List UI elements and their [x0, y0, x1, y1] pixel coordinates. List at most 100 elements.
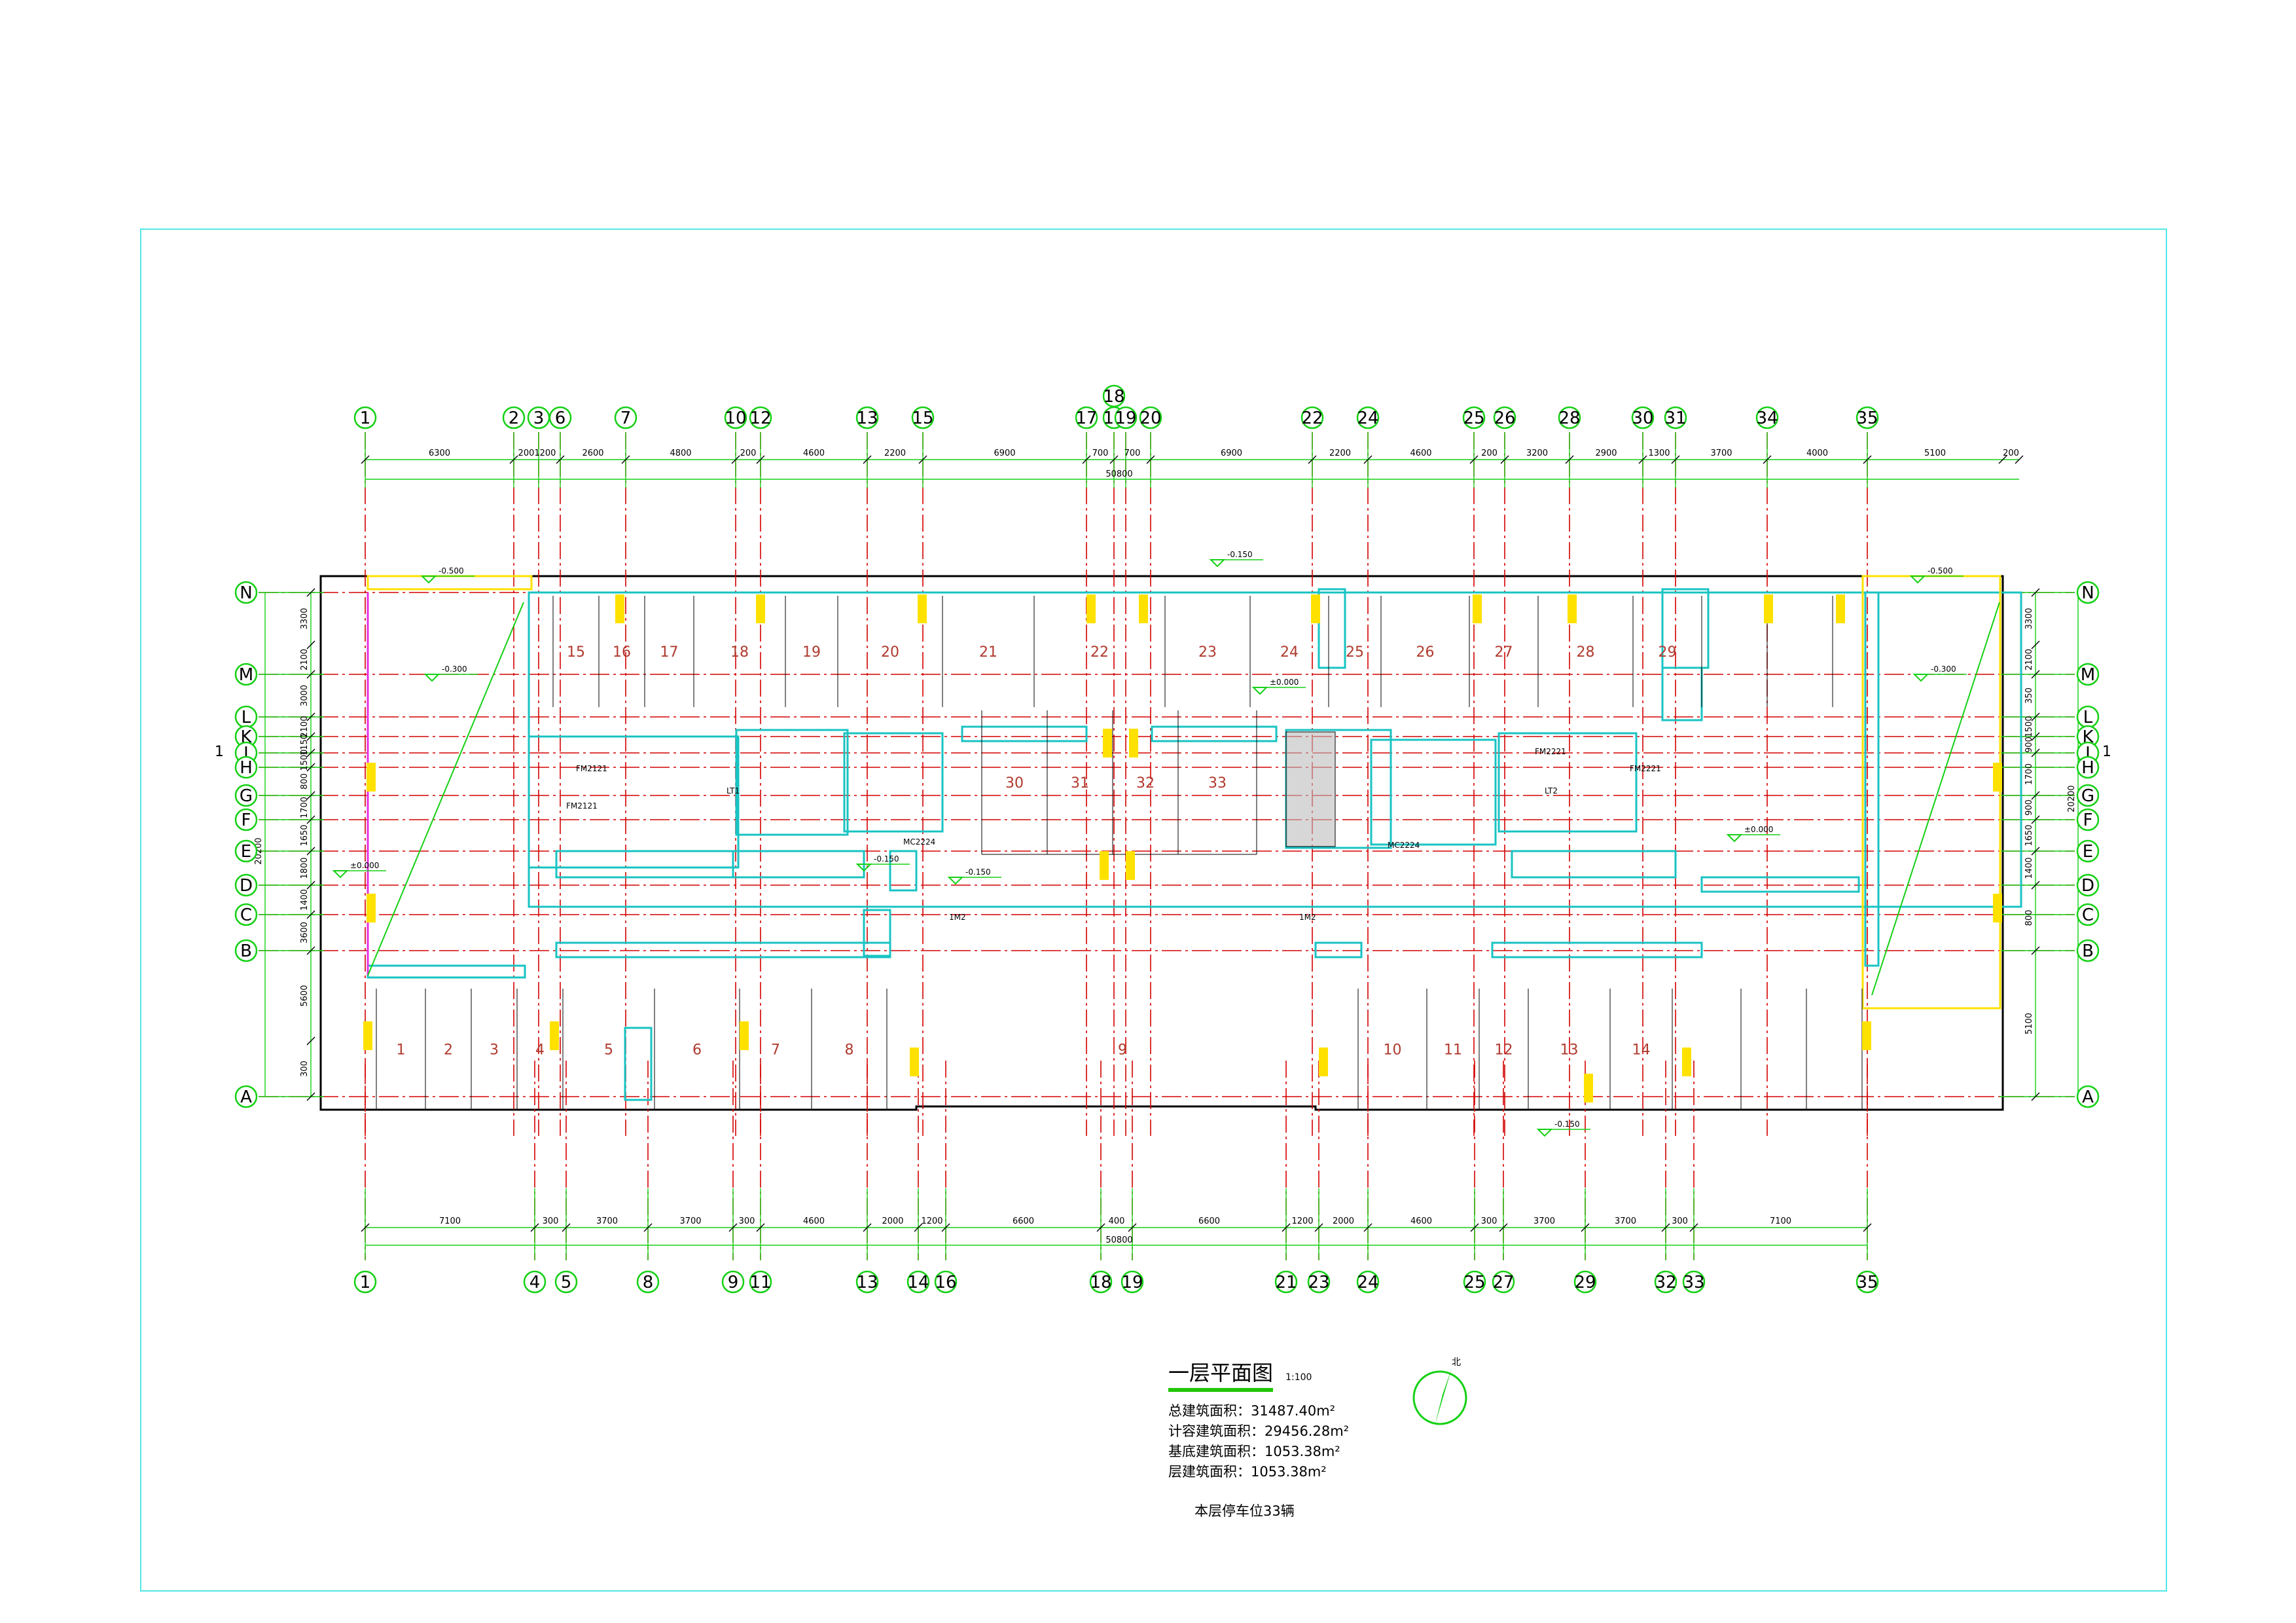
dim-right-text-3: 1500	[2024, 716, 2034, 737]
grid-bubble-right-N-label: N	[2081, 583, 2094, 603]
dim-bottom-text-9: 400	[1109, 1216, 1125, 1226]
stall-bottom-stall-2: 2	[444, 1042, 453, 1059]
room-tag-2: FM2221	[1535, 747, 1566, 756]
dim-bottom-tick-19	[1863, 1223, 1872, 1232]
stall-top-stall-24: 24	[1280, 644, 1299, 661]
north-arrow-icon: 北	[1412, 1357, 1467, 1426]
grid-bubble-left-M: M	[234, 663, 258, 686]
dim-top-text-15: 2900	[1595, 448, 1617, 458]
dim-top-text-2: 2600	[582, 448, 603, 458]
area-schedule: 总建筑面积：31487.40m² 计容建筑面积：29456.28m² 基底建筑面…	[1168, 1401, 1349, 1482]
dim-top-tick-0	[361, 455, 370, 464]
grid-bubble-top-17-label: 17	[1075, 409, 1097, 428]
level-mark-1: -0.300	[423, 665, 478, 682]
wall-16	[1661, 666, 1703, 721]
dim-top-text-5: 4600	[803, 448, 825, 458]
grid-bubble-left-C-circle	[234, 903, 258, 926]
grid-bubble-left-B-label: B	[240, 941, 252, 961]
dim-right-total-text: 20200	[2067, 785, 2077, 812]
dim-top-tick-14	[1500, 455, 1509, 464]
dim-right-tick-3	[2031, 712, 2040, 721]
level-mark-text: ±0.000	[350, 861, 379, 870]
dim-left-tick-2	[306, 670, 315, 679]
grid-bubble-bottom-5: 5	[554, 1270, 578, 1294]
grid-bubble-top-31: 31	[1664, 406, 1687, 429]
level-mark-text: -0.500	[439, 566, 464, 575]
grid-bubble-bottom-21: 21	[1274, 1270, 1298, 1294]
level-mark-0: -0.500	[420, 566, 475, 584]
grid-bubble-bottom-23: 23	[1307, 1270, 1331, 1294]
grid-bubble-top-25-circle	[1462, 406, 1486, 429]
grid-bubble-right-B-label: B	[2082, 941, 2094, 961]
grid-bubble-right-C-label: C	[2082, 905, 2094, 925]
dim-top-text-4: 200	[740, 448, 757, 458]
grid-bubble-left-L-label: L	[242, 708, 251, 727]
dim-right-tick-0	[2031, 588, 2040, 597]
grid-bubble-bottom-27-circle	[1492, 1270, 1515, 1294]
dim-bottom-text-12: 2000	[1333, 1216, 1354, 1226]
grid-bubble-top-2-circle	[502, 406, 526, 429]
grid-bubble-bottom-8: 8	[636, 1270, 660, 1294]
grid-bubble-bottom-33: 33	[1682, 1270, 1706, 1294]
wall-13	[1314, 941, 1363, 958]
grid-bubble-bottom-32: 32	[1654, 1270, 1677, 1294]
dim-top-tick-4	[731, 455, 740, 464]
section-mark-left: 1	[215, 744, 224, 760]
dim-right-tick-1	[2031, 640, 2040, 649]
column-0	[615, 594, 624, 623]
walls	[367, 575, 2022, 1101]
grid-bubble-right-M: M	[2076, 663, 2100, 686]
level-marks: -0.500-0.300±0.000-0.150-0.150±0.000-0.1…	[332, 550, 1967, 1137]
grid-bubble-bottom-19-circle	[1121, 1270, 1144, 1294]
dim-left-total-text: 20200	[254, 837, 264, 864]
shaft-hatch	[1285, 731, 1336, 847]
dim-top-text-18: 4000	[1806, 448, 1828, 458]
stall-bottom-stall-13: 13	[1560, 1042, 1579, 1059]
wall-2	[735, 729, 849, 836]
stall-bottom-stall-10: 10	[1384, 1042, 1402, 1059]
grid-bubble-top-25-label: 25	[1463, 409, 1484, 428]
dim-left-tick-4	[306, 732, 315, 741]
grid-bubble-right-D: D	[2076, 873, 2100, 897]
dim-left-text-11: 3600	[300, 922, 310, 943]
dim-left-text-13: 300	[300, 1061, 310, 1077]
grid-bubble-bottom-35-label: 35	[1856, 1273, 1878, 1292]
room-tag-9: 1M2	[1299, 913, 1316, 922]
level-mark-2: ±0.000	[332, 861, 386, 879]
grid-bubble-right-H-label: H	[2081, 758, 2094, 778]
dim-top-tick-12	[1363, 455, 1372, 464]
grid-bubble-bottom-23-label: 23	[1308, 1273, 1329, 1292]
grid-bubble-bottom-18-circle	[1089, 1270, 1113, 1294]
level-mark-text: -0.150	[965, 867, 991, 877]
level-mark-text: ±0.000	[1744, 825, 1773, 834]
dim-left-tick-13	[306, 1036, 315, 1046]
grid-bubble-left-F: F	[234, 808, 258, 831]
room-tag-3: FM2221	[1630, 764, 1661, 773]
drawing-scale: 1:100	[1285, 1372, 1312, 1383]
column-16	[363, 1021, 372, 1050]
grid-bubble-bottom-21-label: 21	[1275, 1273, 1297, 1292]
dim-top-text-3: 4800	[670, 448, 691, 458]
stall-top-stall-28: 28	[1577, 644, 1595, 661]
dim-right-text-9: 800	[2024, 910, 2034, 926]
grid-bubble-left-M-label: M	[239, 665, 253, 685]
drawing-caption: 一层平面图 1:100 总建筑面积：31487.40m² 计容建筑面积：2945…	[1168, 1357, 1349, 1520]
dim-bottom-tick-15	[1499, 1223, 1508, 1232]
wall-12	[1491, 941, 1703, 958]
grid-bubble-left-J-label: J	[242, 744, 249, 763]
level-mark-8: -0.300	[1912, 665, 1967, 682]
grid-bubble-top-1-label: 1	[360, 409, 371, 428]
wall-21	[889, 850, 918, 892]
wall-18	[1864, 591, 1880, 967]
dim-top-tick-7	[918, 455, 927, 464]
grid-bubble-left-A: A	[234, 1085, 258, 1108]
dim-left-tick-1	[306, 640, 315, 649]
ramp-diagonal-right	[1871, 602, 2000, 996]
dim-top-tick-5	[756, 455, 765, 464]
grid-bubble-right-B: B	[2076, 939, 2100, 962]
dim-left-tick-8	[306, 815, 315, 824]
